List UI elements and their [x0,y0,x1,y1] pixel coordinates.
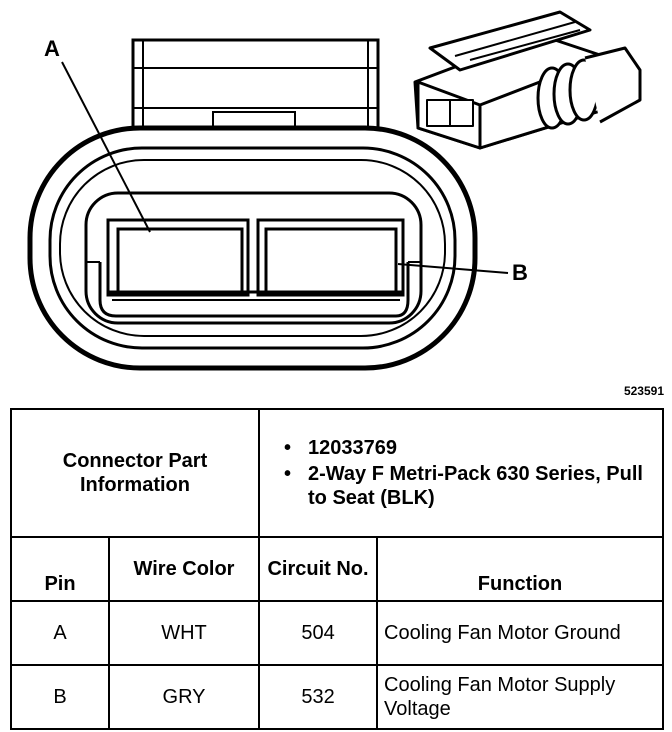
table-header-row: Pin Wire Color Circuit No. Function [10,536,665,602]
connector-latch [131,38,380,130]
figure-id: 523591 [623,384,664,398]
connector-perspective-view [413,10,642,150]
connector-info-row: Connector Part Information 12033769 2-Wa… [9,408,665,538]
row-a-circuit: 504 [258,600,379,666]
row-a-pin: A [10,600,110,666]
table-row: B GRY 532 Cooling Fan Motor Supply Volta… [10,664,665,730]
table-row: A WHT 504 Cooling Fan Motor Ground [10,600,665,666]
row-b-pin: B [10,664,110,730]
header-wire-color: Wire Color [107,536,261,602]
callout-leaders [61,61,509,274]
part-description: 2-Way F Metri-Pack 630 Series, Pull to S… [284,462,656,510]
part-number: 12033769 [284,436,656,460]
callout-b: B [512,260,528,285]
connector-info-table: Connector Part Information 12033769 2-Wa… [9,408,665,730]
row-b-wire-color: GRY [107,664,261,730]
header-pin: Pin [10,536,110,602]
row-b-circuit: 532 [258,664,379,730]
header-circuit: Circuit No. [258,536,379,602]
header-function: Function [376,536,665,602]
row-a-function: Cooling Fan Motor Ground [376,600,665,666]
row-a-wire-color: WHT [107,600,261,666]
callout-a: A [44,36,60,61]
row-b-function: Cooling Fan Motor Supply Voltage [376,664,665,730]
connector-housing [27,125,478,371]
connector-part-label: Connector Part Information [9,408,261,538]
connector-part-details: 12033769 2-Way F Metri-Pack 630 Series, … [258,408,665,538]
connector-drawing [27,10,642,371]
